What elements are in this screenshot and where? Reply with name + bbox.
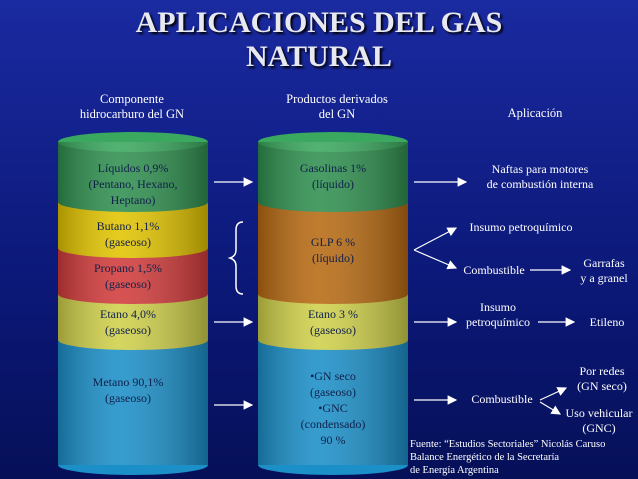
title-line-1: APLICACIONES DEL GAS [135, 6, 503, 39]
arrow-glp-insumo [413, 227, 458, 251]
label-propano-line-1: Propano 1,5% [94, 261, 162, 275]
label-etano: Etano 4,0% (gaseoso) [58, 306, 198, 338]
app-por-redes-line-1: Por redes [579, 364, 625, 378]
label-gn-line-5: 90 % [320, 433, 346, 447]
app-uso-vehicular: Uso vehicular (GNC) [560, 406, 638, 436]
arrow-gn-vehicular [539, 401, 562, 415]
page-title: APLICACIONES DEL GAS NATURAL [0, 6, 638, 74]
label-butano-line-1: Butano 1,1% [96, 219, 160, 233]
app-por-redes: Por redes (GN seco) [566, 364, 638, 394]
header-component-line-1: Componente [100, 92, 164, 106]
app-naftas-line-1: Naftas para motores [491, 162, 589, 176]
label-gn-line-1: •GN seco [310, 369, 356, 383]
label-liquidos-line-1: Líquidos 0,9% [97, 161, 169, 175]
arrow-glp-combustible [413, 249, 458, 270]
label-liquidos: Líquidos 0,9% (Pentano, Hexano, Heptano) [58, 160, 208, 208]
label-gn-line-2: (gaseoso) [310, 385, 356, 399]
label-etano-r: Etano 3 % (gaseoso) [258, 306, 408, 338]
label-propano-line-2: (gaseoso) [105, 277, 151, 291]
app-uso-vehicular-line-2: (GNC) [582, 421, 616, 435]
label-glp-line-2: (líquido) [312, 251, 354, 265]
title-line-2: NATURAL [245, 40, 393, 73]
label-liquidos-line-2: (Pentano, Hexano, [88, 177, 178, 191]
right-cylinder-shade [258, 142, 408, 465]
header-component: Componente hidrocarburo del GN [58, 92, 206, 122]
header-application: Aplicación [507, 106, 563, 120]
app-insumo-etano: Insumo petroquímico [458, 300, 538, 330]
header-products-line-1: Productos derivados [286, 92, 388, 106]
header-products: Productos derivados del GN [262, 92, 412, 122]
source-note: Fuente: “Estudios Sectoriales” Nicolás C… [410, 438, 636, 477]
label-metano: Metano 90,1% (gaseoso) [58, 374, 198, 406]
label-gn: •GN seco (gaseoso) •GNC (condensado) 90 … [258, 368, 408, 448]
label-gasolinas: Gasolinas 1% (líquido) [258, 160, 408, 192]
app-insumo-etano-line-1: Insumo [480, 300, 516, 314]
app-insumo-petroquimico: Insumo petroquímico [469, 220, 573, 234]
app-garrafas-line-1: Garrafas [583, 256, 625, 270]
label-metano-line-1: Metano 90,1% [92, 375, 164, 389]
app-combustible-gn: Combustible [471, 392, 533, 406]
app-naftas-line-2: de combustión interna [486, 177, 594, 191]
arrow-gn-redes [539, 387, 568, 401]
source-line-2: Balance Energético de la Secretaría [410, 452, 560, 463]
app-combustible-glp: Combustible [463, 263, 525, 277]
label-gasolinas-line-1: Gasolinas 1% [299, 161, 367, 175]
source-line-1: Fuente: “Estudios Sectoriales” Nicolás C… [410, 439, 606, 450]
right-cylinder [258, 132, 408, 475]
label-butano-line-2: (gaseoso) [105, 235, 151, 249]
brace-glp [227, 221, 244, 295]
left-cylinder-shade [58, 142, 208, 465]
app-naftas: Naftas para motores de combustión intern… [470, 162, 610, 192]
label-etano-r-line-2: (gaseoso) [310, 323, 356, 337]
label-etano-line-2: (gaseoso) [105, 323, 151, 337]
app-etileno: Etileno [589, 315, 625, 329]
label-glp: GLP 6 % (líquido) [258, 234, 408, 266]
label-gn-line-3: •GNC [318, 401, 348, 415]
label-glp-line-1: GLP 6 % [310, 235, 356, 249]
label-butano: Butano 1,1% (gaseoso) [58, 218, 198, 250]
label-liquidos-line-3: Heptano) [110, 193, 156, 207]
app-garrafas-line-2: y a granel [580, 271, 628, 285]
source-line-3: de Energía Argentina [410, 465, 499, 476]
app-por-redes-line-2: (GN seco) [577, 379, 627, 393]
label-etano-r-line-1: Etano 3 % [308, 307, 358, 321]
app-insumo-etano-line-2: petroquímico [466, 315, 530, 329]
label-gn-line-4: (condensado) [300, 417, 366, 431]
label-etano-line-1: Etano 4,0% [100, 307, 156, 321]
left-cylinder [58, 132, 208, 475]
label-gasolinas-line-2: (líquido) [312, 177, 354, 191]
label-metano-line-2: (gaseoso) [105, 391, 151, 405]
app-uso-vehicular-line-1: Uso vehicular [565, 406, 633, 420]
header-component-line-2: hidrocarburo del GN [79, 107, 185, 121]
header-products-line-2: del GN [318, 107, 356, 121]
label-propano: Propano 1,5% (gaseoso) [58, 260, 198, 292]
app-garrafas: Garrafas y a granel [572, 256, 636, 286]
